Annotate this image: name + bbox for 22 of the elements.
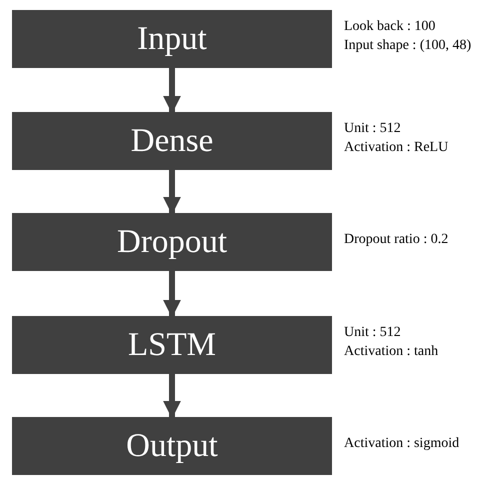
parameter-text: Dropout ratio : 0.2 — [344, 230, 448, 248]
arrow — [163, 374, 181, 419]
arrow — [163, 170, 181, 215]
parameter-text: Look back : 100 — [344, 18, 436, 36]
parameter-text: Unit : 512 — [344, 120, 402, 138]
layer-name: Input — [137, 22, 207, 56]
parameter-text: Activation : tanh — [344, 343, 438, 361]
layer-box — [12, 316, 332, 374]
parameter-text: Input shape : (100, 48) — [344, 37, 472, 55]
parameter-text: Activation : sigmoid — [344, 434, 460, 452]
layer-name: Dropout — [117, 226, 227, 258]
layer-box — [12, 213, 332, 271]
layer-name: Dense — [130, 124, 214, 158]
arrow — [163, 271, 181, 318]
layer-name: LSTM — [128, 328, 216, 362]
parameter-text: Unit : 512 — [344, 324, 402, 342]
layer-box — [12, 10, 332, 68]
parameter-text: Activation : ReLU — [344, 139, 448, 157]
layer-box — [12, 417, 332, 475]
layer-box — [12, 112, 332, 170]
arrow — [163, 68, 181, 114]
layer-name: Output — [126, 430, 218, 462]
